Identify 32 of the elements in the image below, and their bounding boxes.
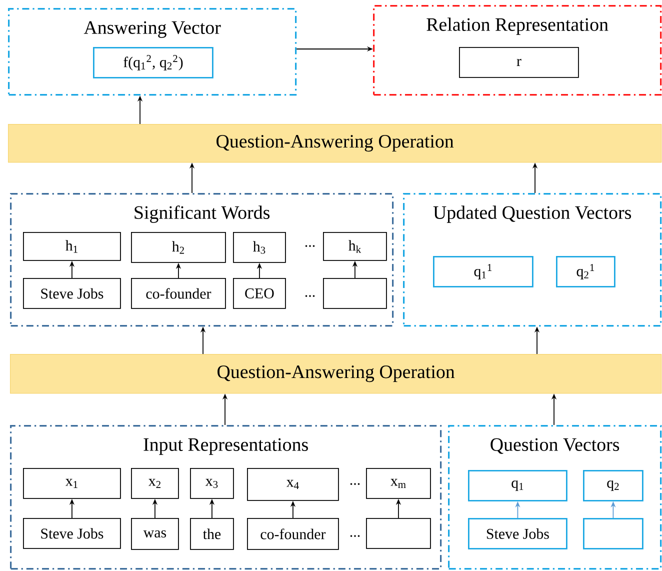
vector-box: r: [459, 46, 579, 78]
ellipsis: ...: [350, 483, 360, 485]
vector-box: x$_{1}$: [23, 468, 121, 499]
vector-box: h$_{2}$: [131, 232, 226, 263]
operation-band: Question-Answering Operation: [10, 354, 662, 394]
ellipsis: ...: [305, 245, 315, 247]
vector-box: h$_{3}$: [233, 232, 286, 263]
vector-box: q$_{2}$: [583, 470, 644, 502]
vector-box: x$_{m}$: [366, 468, 431, 499]
vector-box: f(q$_{1}$$^{2}$, q$_{2}$$^{2}$): [93, 46, 214, 78]
vector-box: q$_{1}$1: [433, 256, 534, 288]
vector-box: h$_{1}$: [23, 232, 121, 261]
vector-box: the: [190, 518, 234, 550]
ellipsis: ...: [305, 295, 315, 297]
vector-box: co-founder: [131, 278, 226, 309]
vector-box: Steve Jobs: [23, 278, 121, 309]
vector-box: h$_{k}$: [323, 232, 387, 261]
vector-box: x$_{3}$: [190, 468, 234, 499]
vector-box: Steve Jobs: [23, 518, 121, 549]
vector-box: x$_{2}$: [131, 468, 179, 499]
vector-box: q$_{2}$1: [556, 256, 616, 288]
vector-box: was: [131, 518, 179, 550]
vector-box: CEO: [233, 278, 286, 309]
operation-band: Question-Answering Operation: [8, 124, 662, 163]
vector-box: Steve Jobs: [468, 518, 568, 550]
vector-box: x$_{4}$: [247, 468, 339, 501]
vector-box: [323, 278, 387, 309]
vector-box: co-founder: [247, 518, 339, 550]
vector-box: [583, 518, 644, 550]
ellipsis: ...: [350, 535, 360, 537]
vector-box: [366, 518, 431, 549]
vector-box: q$_{1}$: [468, 470, 568, 502]
